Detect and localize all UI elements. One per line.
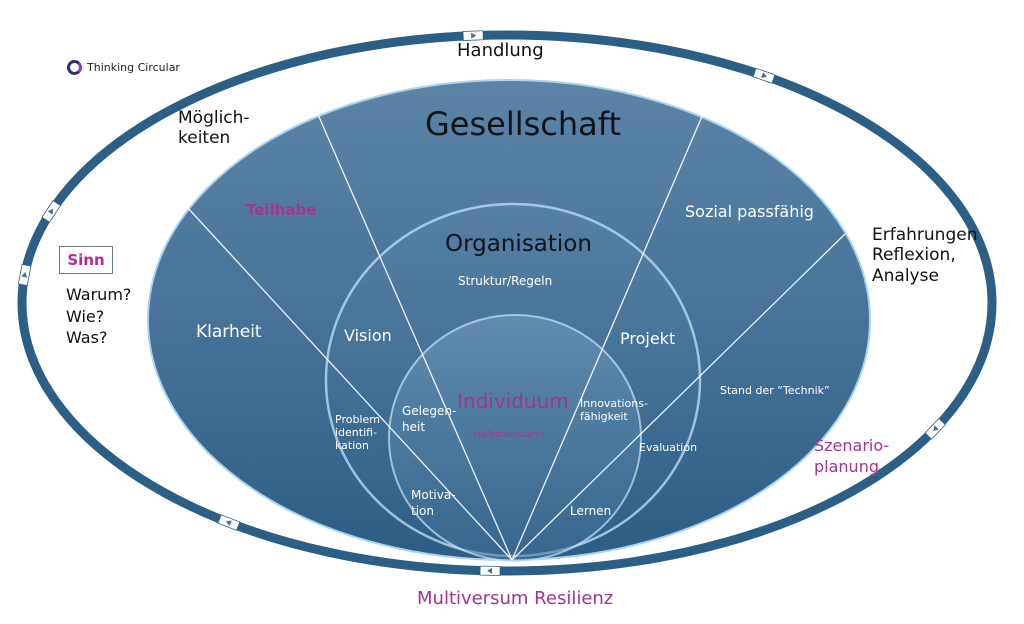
segment-line [511, 233, 846, 561]
outer-ring [17, 30, 997, 576]
handlung-label: Handlung [457, 40, 544, 61]
vision-label: Vision [344, 326, 392, 345]
segment-line [315, 109, 513, 561]
logo: Thinking Circular [67, 60, 180, 75]
innovationsfaehigkeit-label: Innovations- fähigkeit [580, 397, 648, 424]
sinn-box: Sinn [59, 246, 113, 274]
struktur-regeln-label: Struktur/Regeln [458, 274, 553, 288]
lernen-label: Lernen [570, 504, 612, 518]
evaluation-label: Evaluation [639, 441, 698, 454]
gesellschaft-title: Gesellschaft [425, 105, 622, 143]
individuum-circle [388, 314, 642, 562]
play-marker-icon [462, 30, 484, 41]
question-was: Was? [66, 328, 108, 348]
ring-logo-icon [67, 60, 82, 75]
moeglichkeiten-label: Möglich- keiten [178, 108, 250, 148]
problemidentifikation-label: Problem identifi- kation [335, 413, 380, 453]
selbstwirksam-label: (selbstwirksam) [473, 430, 545, 440]
gelegenheit-label: Gelegen- heit [402, 404, 457, 434]
organisation-title: Organisation [445, 231, 592, 257]
individuum-title: Individuum [457, 389, 569, 413]
question-warum: Warum? [66, 285, 132, 304]
projekt-label: Projekt [620, 329, 676, 348]
teilhabe-label: Teilhabe [246, 201, 317, 219]
erfahrungen-label: Erfahrungen Reflexion, Analyse [872, 225, 978, 286]
motivation-label: Motiva- tion [411, 488, 456, 518]
stand-der-technik-label: Stand der “Technik” [720, 384, 830, 397]
segment-line [186, 206, 513, 561]
play-marker-icon [924, 417, 946, 440]
logo-text: Thinking Circular [87, 61, 180, 74]
question-wie: Wie? [66, 306, 105, 326]
segment-line [511, 106, 707, 561]
segment-lines [186, 106, 846, 561]
multiversum-label: Multiversum Resilienz [417, 588, 614, 609]
play-marker-icon [217, 514, 241, 531]
play-marker-icon [752, 67, 776, 84]
ring-markers [17, 30, 946, 576]
szenario-label: Szenario- planung [814, 436, 890, 476]
sozial-passfaehig-label: Sozial passfähig [685, 202, 814, 221]
questions-list: Warum? Wie? Was? [66, 284, 131, 349]
sinn-label: Sinn [67, 251, 105, 269]
klarheit-label: Klarheit [196, 322, 262, 342]
play-marker-icon [479, 565, 501, 576]
play-marker-icon [17, 263, 32, 287]
play-marker-icon [41, 199, 62, 223]
